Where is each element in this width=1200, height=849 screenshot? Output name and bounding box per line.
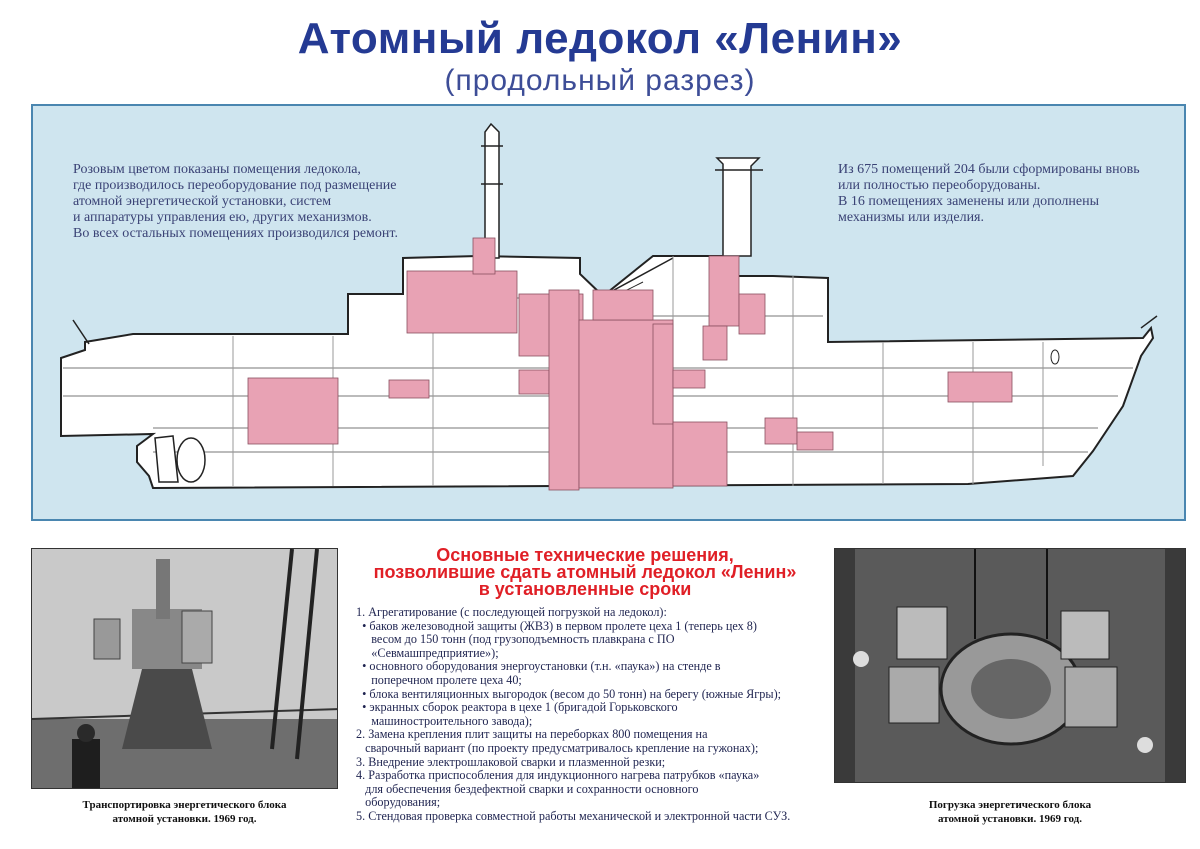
caption-line: атомной установки. 1969 год.: [938, 813, 1082, 825]
note-left-line: Розовым цветом показаны помещения ледоко…: [73, 162, 361, 177]
caption-right: Погрузка энергетического блока атомной у…: [834, 798, 1186, 826]
note-left-line: где производилось переоборудование под р…: [73, 178, 397, 193]
solutions-item: машиностроительного завода);: [356, 713, 533, 728]
page-title: Атомный ледокол «Ленин»: [297, 14, 903, 63]
note-right-line: механизмы или изделия.: [838, 210, 984, 225]
solutions-list: 1. Агрегатирование (с последующей погруз…: [356, 605, 826, 824]
photo-transport: [31, 548, 338, 789]
solutions-item: • блока вентиляционных выгородок (весом …: [356, 686, 782, 701]
caption-line: Погрузка энергетического блока: [928, 799, 1092, 811]
note-right: Из 675 помещений 204 были сформированы в…: [838, 162, 1158, 226]
solutions-item: 5. Стендовая проверка совместной работы …: [356, 808, 791, 823]
solutions-title-line: позволившие сдать атомный ледокол «Ленин…: [373, 562, 797, 582]
solutions-item: 1. Агрегатирование (с последующей погруз…: [356, 605, 667, 619]
solutions-item: • баков железоводной защиты (ЖВЗ) в перв…: [356, 618, 757, 633]
solutions-title: Основные технические решения, позволивши…: [345, 545, 825, 599]
solutions-item: 4. Разработка приспособления для индукци…: [356, 768, 760, 783]
solutions-item: 3. Внедрение электрошлаковой сварки и пл…: [356, 754, 666, 769]
solutions-item: 2. Замена крепления плит защиты на переб…: [356, 727, 708, 742]
ship-section-diagram: Розовым цветом показаны помещения ледоко…: [31, 104, 1186, 521]
note-right-line: Из 675 помещений 204 были сформированы в…: [838, 162, 1140, 177]
note-left-line: Во всех остальных помещениях производилс…: [73, 226, 398, 241]
aft-mast: [715, 157, 761, 257]
caption-line: атомной установки. 1969 год.: [112, 813, 257, 825]
ship-longitudinal-section: [60, 122, 1158, 491]
solutions-item: • экранных сборок реактора в цехе 1 (бри…: [356, 700, 678, 715]
solutions-item: сварочный вариант (по проекту предусматр…: [356, 740, 759, 755]
solutions-item: • основного оборудования энергоустановки…: [356, 659, 721, 674]
solutions-item: оборудования;: [356, 795, 441, 810]
solutions-item: весом до 150 тонн (под грузоподъемность …: [356, 632, 675, 647]
fore-mast: [484, 122, 500, 259]
converted-compartments: [247, 237, 1013, 491]
photo-loading: [834, 548, 1186, 783]
note-left-line: и аппаратуры управления ею, других механ…: [73, 210, 372, 225]
solutions-item: поперечном пролете цеха 40;: [356, 672, 522, 687]
solutions-title-line: в установленные сроки: [478, 579, 692, 599]
note-right-line: В 16 помещениях заменены или дополнены: [838, 194, 1099, 209]
caption-line: Транспортировка энергетического блока: [82, 799, 287, 811]
solutions-item: «Севмашпредприятие»);: [356, 645, 499, 660]
caption-left: Транспортировка энергетического блока ат…: [31, 798, 338, 826]
solutions-title-line: Основные технические решения,: [436, 545, 734, 565]
note-right-line: или полностью переоборудованы.: [838, 178, 1041, 193]
note-left: Розовым цветом показаны помещения ледоко…: [73, 162, 413, 242]
solutions-item: для обеспечения бездефектной сварки и со…: [356, 781, 699, 796]
note-left-line: атомной энергетической установки, систем: [73, 194, 332, 209]
page-subtitle: (продольный разрез): [444, 64, 756, 97]
